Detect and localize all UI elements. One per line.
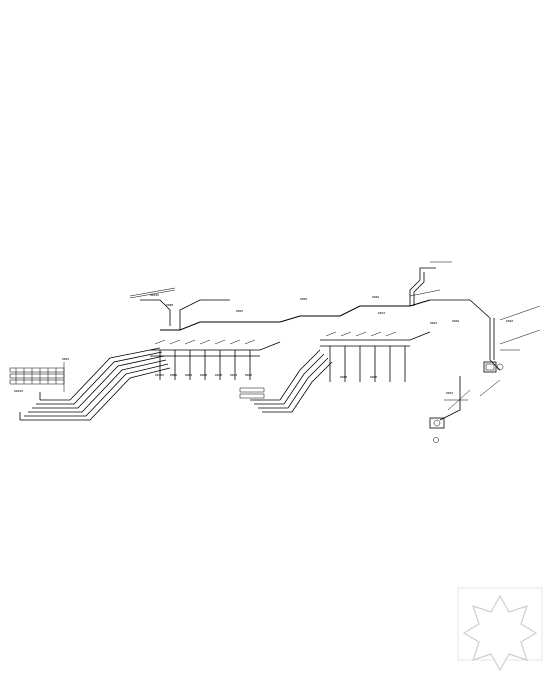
top-riser xyxy=(409,261,452,306)
pipe-label: DN100 xyxy=(14,389,23,393)
branch-header-b xyxy=(320,331,431,382)
pipe-label: DN50 xyxy=(200,373,207,377)
pipe-label: DN50 xyxy=(300,297,307,301)
pipe-label: DN65 xyxy=(62,357,69,361)
pipe-label: DN40 xyxy=(506,319,513,323)
pipe-label: DN100 xyxy=(155,373,164,377)
branch-header-a xyxy=(150,339,281,380)
pipe-label: DN40 xyxy=(372,295,379,299)
pipe-label: DN32 xyxy=(378,311,385,315)
pipe-label: DN50 xyxy=(370,375,377,379)
pipe-label: DN32 xyxy=(446,391,453,395)
pipe-label: DN80 xyxy=(166,303,173,307)
pipe-label: DN65 xyxy=(185,373,192,377)
main-header xyxy=(129,287,431,331)
pipe-label: DN80 xyxy=(170,373,177,377)
pipe-labels: DN100 DN80 DN65 DN50 DN40 DN32 DN25 DN20… xyxy=(14,293,513,395)
pipe-label: DN20 xyxy=(452,319,459,323)
pipe-label: DN25 xyxy=(245,373,252,377)
pipe-label: DN25 xyxy=(430,321,437,325)
pipe-label: DN32 xyxy=(230,373,237,377)
middle-pipe-bundle xyxy=(239,349,333,413)
left-manifold-blocks xyxy=(9,362,65,392)
pipe-label: DN40 xyxy=(215,373,222,377)
pipe-label: DN65 xyxy=(236,309,243,313)
left-pipe-bundle xyxy=(19,347,171,421)
watermark-logo xyxy=(457,587,543,672)
pipe-label: DN100 xyxy=(150,293,159,297)
pipe-label: DN80 xyxy=(340,375,347,379)
right-pump-assembly xyxy=(429,299,541,443)
